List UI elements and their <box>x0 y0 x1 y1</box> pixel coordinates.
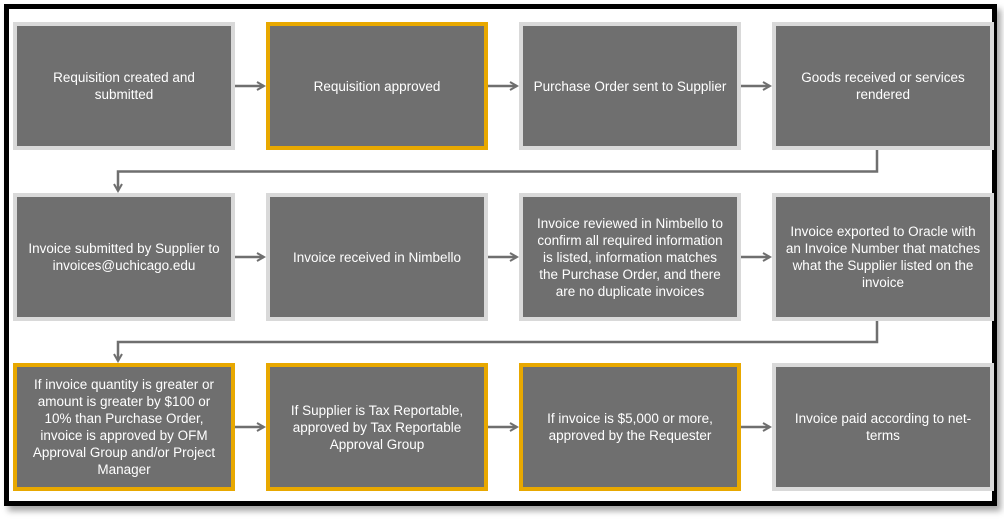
step-label: Invoice paid according to net-terms <box>794 411 972 443</box>
process-step-5: Invoice submitted by Supplier to invoice… <box>13 193 235 321</box>
process-step-8: Invoice exported to Oracle with an Invoi… <box>772 193 994 321</box>
process-step-2: Requisition approved <box>266 22 488 150</box>
process-step-11: If invoice is $5,000 or more, approved b… <box>519 363 741 491</box>
step-label: Invoice received in Nimbello <box>292 249 462 265</box>
step-label: If invoice quantity is greater or amount… <box>32 377 216 477</box>
step-label: Requisition created and submitted <box>53 70 195 102</box>
step-label: Purchase Order sent to Supplier <box>533 78 727 94</box>
arrow-wrap <box>118 321 879 361</box>
process-step-10: If Supplier is Tax Reportable, approved … <box>266 363 488 491</box>
step-label: Invoice submitted by Supplier to invoice… <box>28 241 220 273</box>
process-step-7: Invoice reviewed in Nimbello to confirm … <box>519 193 741 321</box>
step-label: If Supplier is Tax Reportable, approved … <box>290 402 464 452</box>
process-step-9: If invoice quantity is greater or amount… <box>13 363 235 491</box>
process-step-1: Requisition created and submitted <box>13 22 235 150</box>
step-label: Requisition approved <box>313 78 441 94</box>
process-step-4: Goods received or services rendered <box>772 22 994 150</box>
step-label: Invoice reviewed in Nimbello to confirm … <box>536 215 724 299</box>
step-label: Goods received or services rendered <box>801 70 965 102</box>
process-step-3: Purchase Order sent to Supplier <box>519 22 741 150</box>
step-label: Invoice exported to Oracle with an Invoi… <box>785 224 981 290</box>
arrow-wrap <box>118 150 879 191</box>
process-step-6: Invoice received in Nimbello <box>266 193 488 321</box>
process-step-12: Invoice paid according to net-terms <box>772 363 994 491</box>
step-label: If invoice is $5,000 or more, approved b… <box>547 411 713 443</box>
